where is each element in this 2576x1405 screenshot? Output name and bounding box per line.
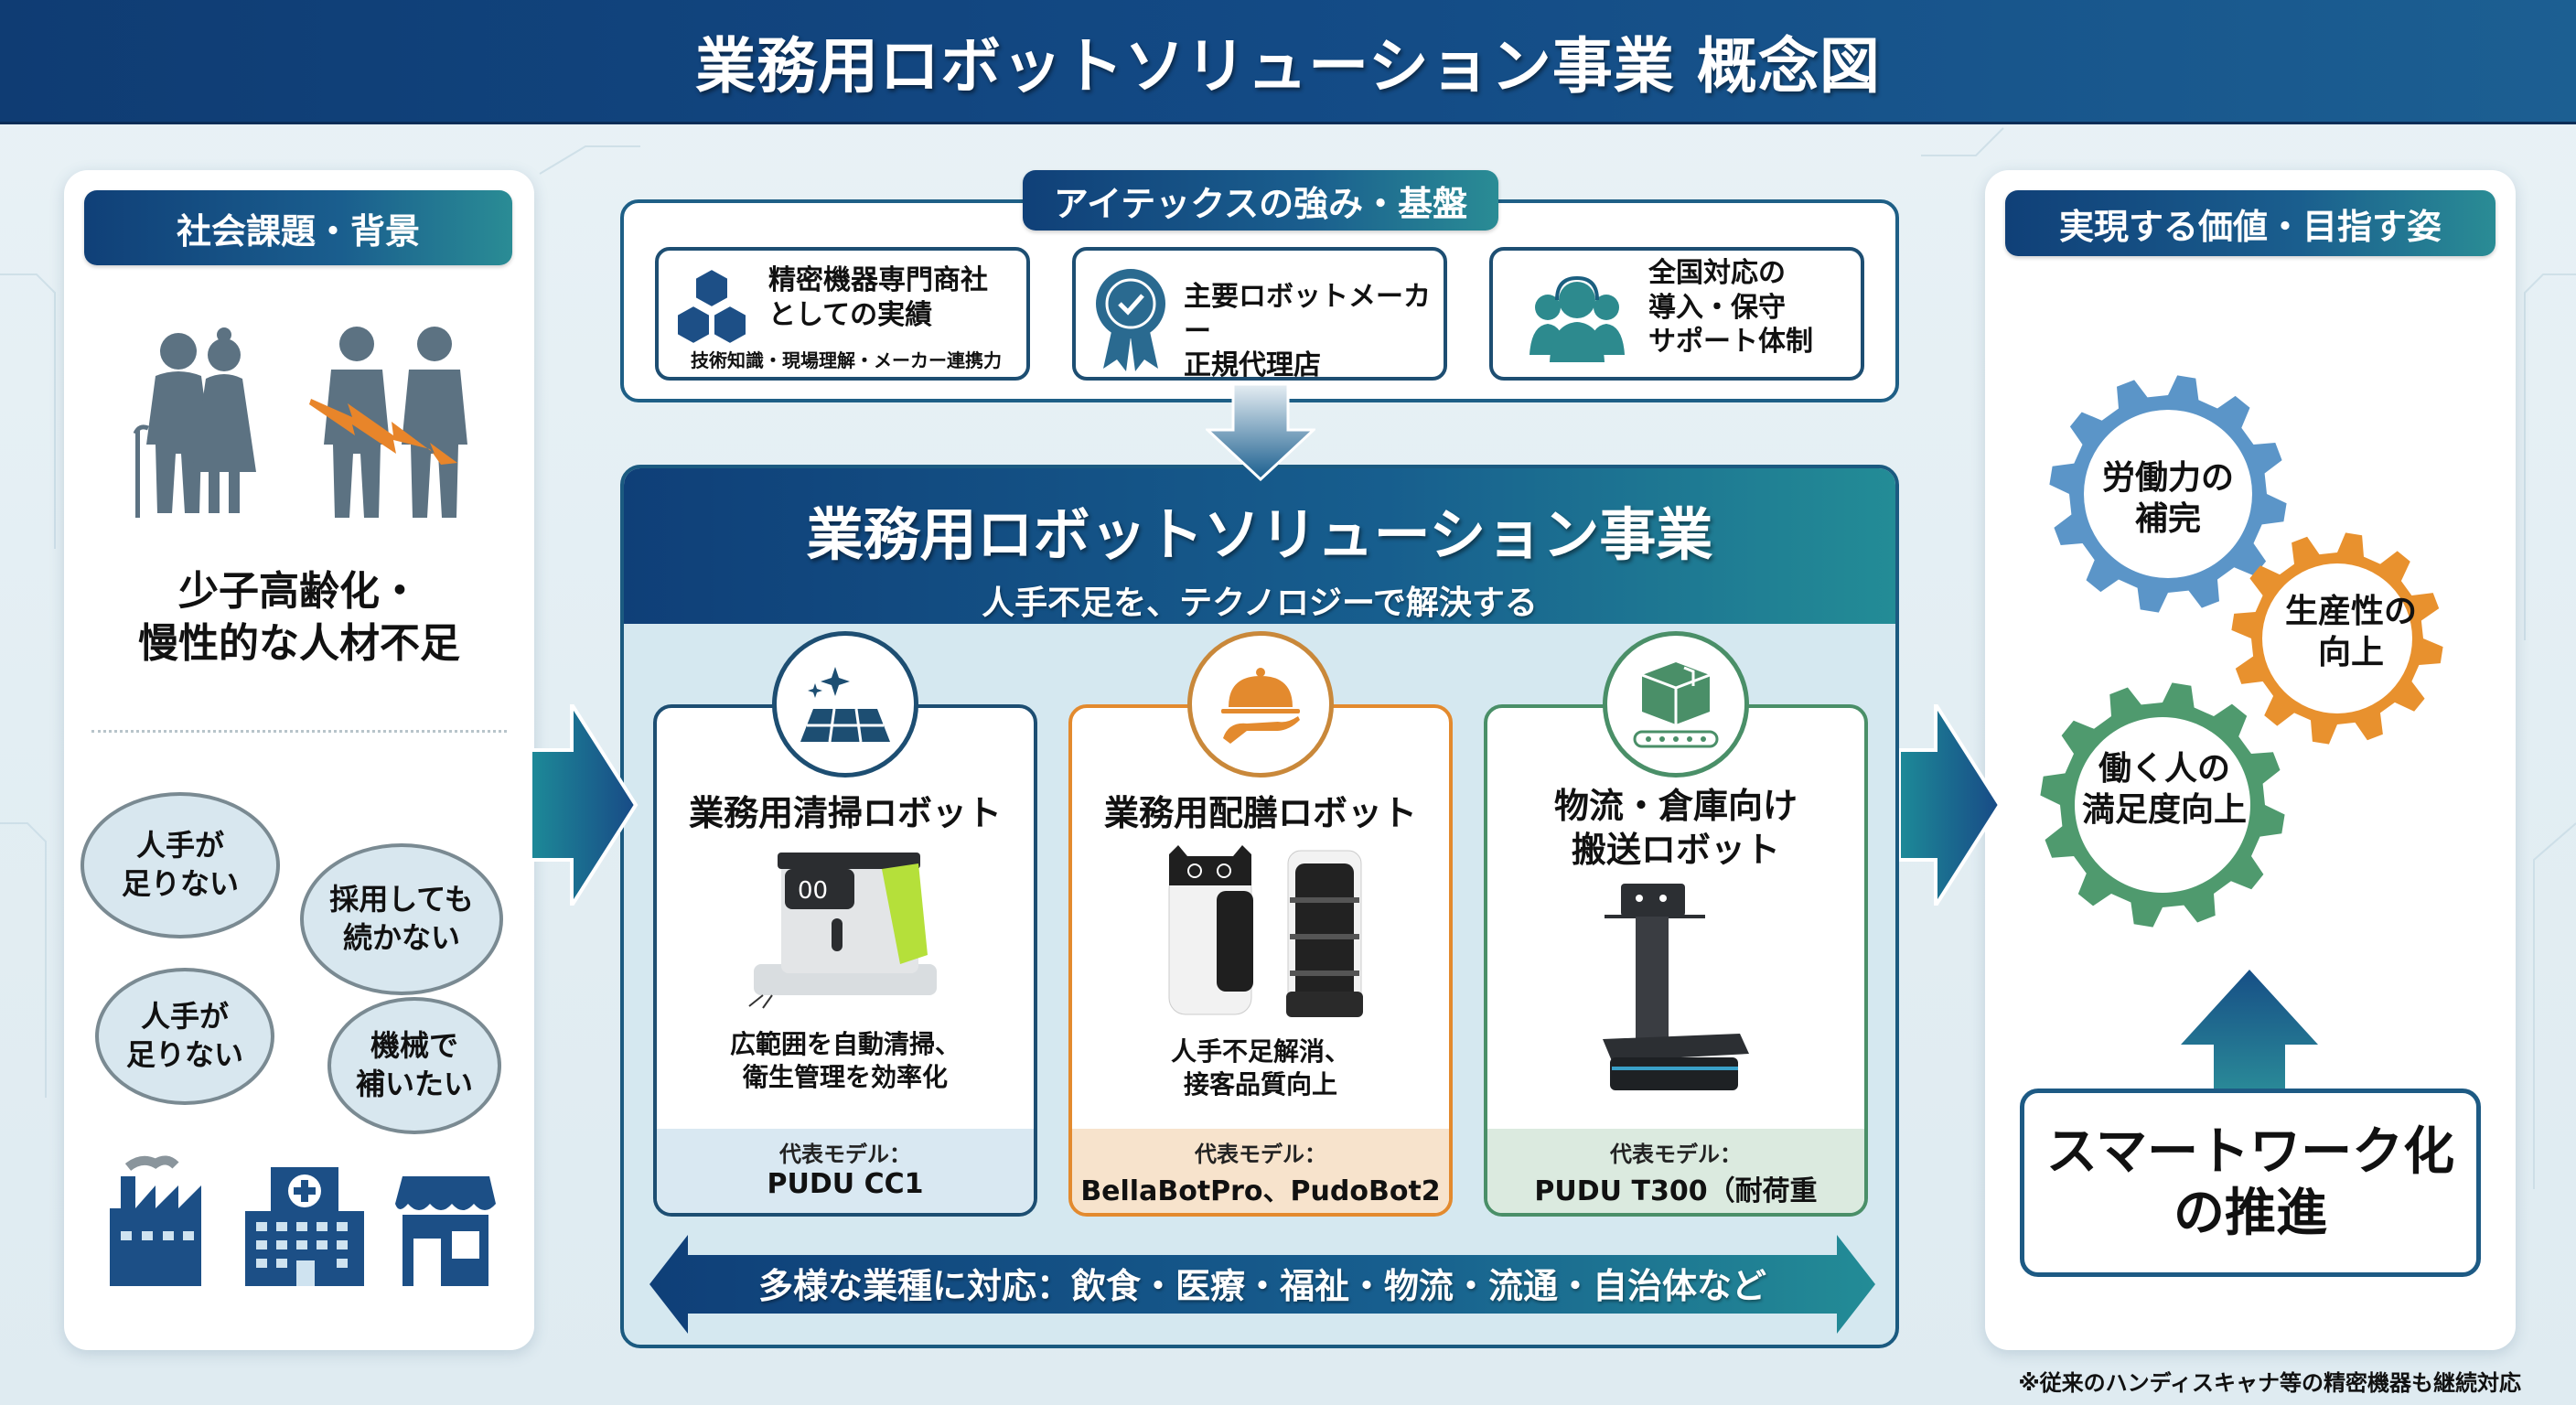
robot-description: 人手不足解消、 接客品質向上	[1170, 1036, 1350, 1100]
strength-card-support: 全国対応の 導入・保守 サポート体制	[1489, 247, 1864, 381]
industries-text: 多様な業種に対応：飲食・医療・福祉・物流・流通・自治体など	[757, 1265, 1766, 1306]
main-issue-line-1: 少子高齢化・	[178, 568, 420, 615]
hospital-icon	[245, 1167, 364, 1286]
gear-label-productivity: 生産性の向上	[2284, 593, 2417, 671]
buildings-illustration	[110, 1155, 496, 1286]
robot-model-footer: 代表モデル： PUDU CC1	[657, 1129, 1034, 1213]
main-subtitle: 人手不足を、テクノロジーで解決する	[982, 585, 1538, 622]
social-issues-panel: 社会課題・背景 少子高齢化・ 慢性的な人材不足 人手が足りない 採用	[64, 170, 534, 1350]
factory-icon	[110, 1155, 201, 1286]
floor-cleaning-icon	[772, 631, 918, 778]
support-team-icon	[1530, 275, 1625, 362]
strength-text: 全国対応の 導入・保守 サポート体制	[1648, 257, 1813, 358]
robot-card-logistics: 物流・倉庫向け 搬送ロボット 代表モデル： PUDU T300（耐荷重300kg…	[1484, 704, 1868, 1217]
flow-arrow-down	[1206, 384, 1315, 481]
store-icon	[395, 1176, 496, 1286]
strength-card-track-record: 精密機器専門商社 としての実績 技術知識・現場理解・メーカー連携力	[655, 247, 1030, 381]
value-gears	[2040, 375, 2443, 928]
decline-arrow-icon	[309, 399, 457, 465]
demographics-illustration	[133, 327, 467, 518]
workers-icon	[324, 327, 467, 518]
robot-model: PUDU CC1	[767, 1168, 924, 1200]
robot-model: BellaBotPro、PudoBot2	[1080, 1175, 1441, 1207]
social-issues-heading: 社会課題・背景	[84, 190, 512, 265]
robot-title: 物流・倉庫向け 搬送ロボット	[1553, 786, 1798, 870]
strengths-heading: アイテックスの強み・基盤	[1023, 170, 1498, 231]
robot-title: 業務用清掃ロボット	[688, 793, 1002, 833]
cleaning-robot-image: 00	[748, 853, 937, 1009]
svg-text:00: 00	[798, 877, 828, 905]
robot-model-footer: 代表モデル： BellaBotPro、PudoBot2	[1072, 1129, 1449, 1213]
gear-label-labor: 労働力の補完	[2101, 459, 2234, 538]
gear-label-satisfaction: 働く人の満足度向上	[2081, 750, 2247, 829]
gear-center	[2075, 717, 2250, 893]
strength-text: 主要ロボットメーカー 正規代理店	[1184, 281, 1431, 381]
certified-badge-icon	[1096, 269, 1165, 371]
robot-title: 業務用配膳ロボット	[1103, 793, 1417, 833]
food-serving-icon	[1187, 631, 1334, 778]
serving-robot-image	[1168, 845, 1363, 1017]
flow-arrow-up	[2181, 970, 2318, 1092]
gear-center	[2262, 563, 2412, 713]
speech-bubble: 人手が足りない	[95, 968, 274, 1105]
package-conveyor-icon	[1603, 631, 1749, 778]
strength-text: 精密機器専門商社 としての実績	[768, 264, 988, 331]
strength-card-authorized-dealer: 主要ロボットメーカー 正規代理店	[1072, 247, 1447, 381]
footnote: ※従来のハンディスキャナ等の精密機器も継続対応	[2018, 1370, 2521, 1396]
robot-description: 広範囲を自動清掃、 衛生管理を効率化	[729, 1029, 961, 1093]
smart-work-goal: スマートワーク化の推進	[2020, 1089, 2481, 1277]
header-banner: 業務用ロボットソリューション事業 概念図	[0, 0, 2576, 124]
strength-subtext: 技術知識・現場理解・メーカー連携力	[691, 349, 1002, 371]
speech-bubble: 人手が足りない	[80, 792, 280, 938]
page-title: 業務用ロボットソリューション事業 概念図	[695, 30, 1881, 102]
cubes-icon	[676, 267, 747, 346]
robot-card-serving: 業務用配膳ロボット 人手不足解消、 接客品質向上 代表モデル： BellaBot…	[1068, 704, 1453, 1217]
main-issue-text: 少子高齢化・ 慢性的な人材不足	[64, 565, 534, 670]
main-title: 業務用ロボットソリューション事業	[806, 501, 1713, 568]
flow-arrow-right	[531, 704, 639, 906]
robot-model-footer: 代表モデル： PUDU T300（耐荷重300kg）	[1487, 1129, 1864, 1213]
robot-card-cleaning: 業務用清掃ロボット 00 広範囲を自動清掃、 衛生管理を効率化 代表モデル： P…	[653, 704, 1037, 1217]
speech-bubble: 採用しても続かない	[300, 843, 503, 995]
value-heading: 実現する価値・目指す姿	[2005, 190, 2496, 256]
main-heading-band: 業務用ロボットソリューション事業 人手不足を、テクノロジーで解決する	[624, 468, 1895, 624]
divider	[91, 730, 507, 733]
gear-center	[2084, 410, 2252, 578]
robot-model: PUDU T300（耐荷重300kg）	[1534, 1175, 1818, 1207]
elderly-couple-icon	[133, 327, 256, 518]
delivery-robot-image	[1603, 884, 1749, 1090]
main-issue-line-2: 慢性的な人材不足	[138, 620, 460, 668]
industries-double-arrow	[649, 1235, 1875, 1334]
speech-bubble: 機械で補いたい	[327, 997, 501, 1134]
flow-arrow-right	[1899, 704, 2002, 906]
